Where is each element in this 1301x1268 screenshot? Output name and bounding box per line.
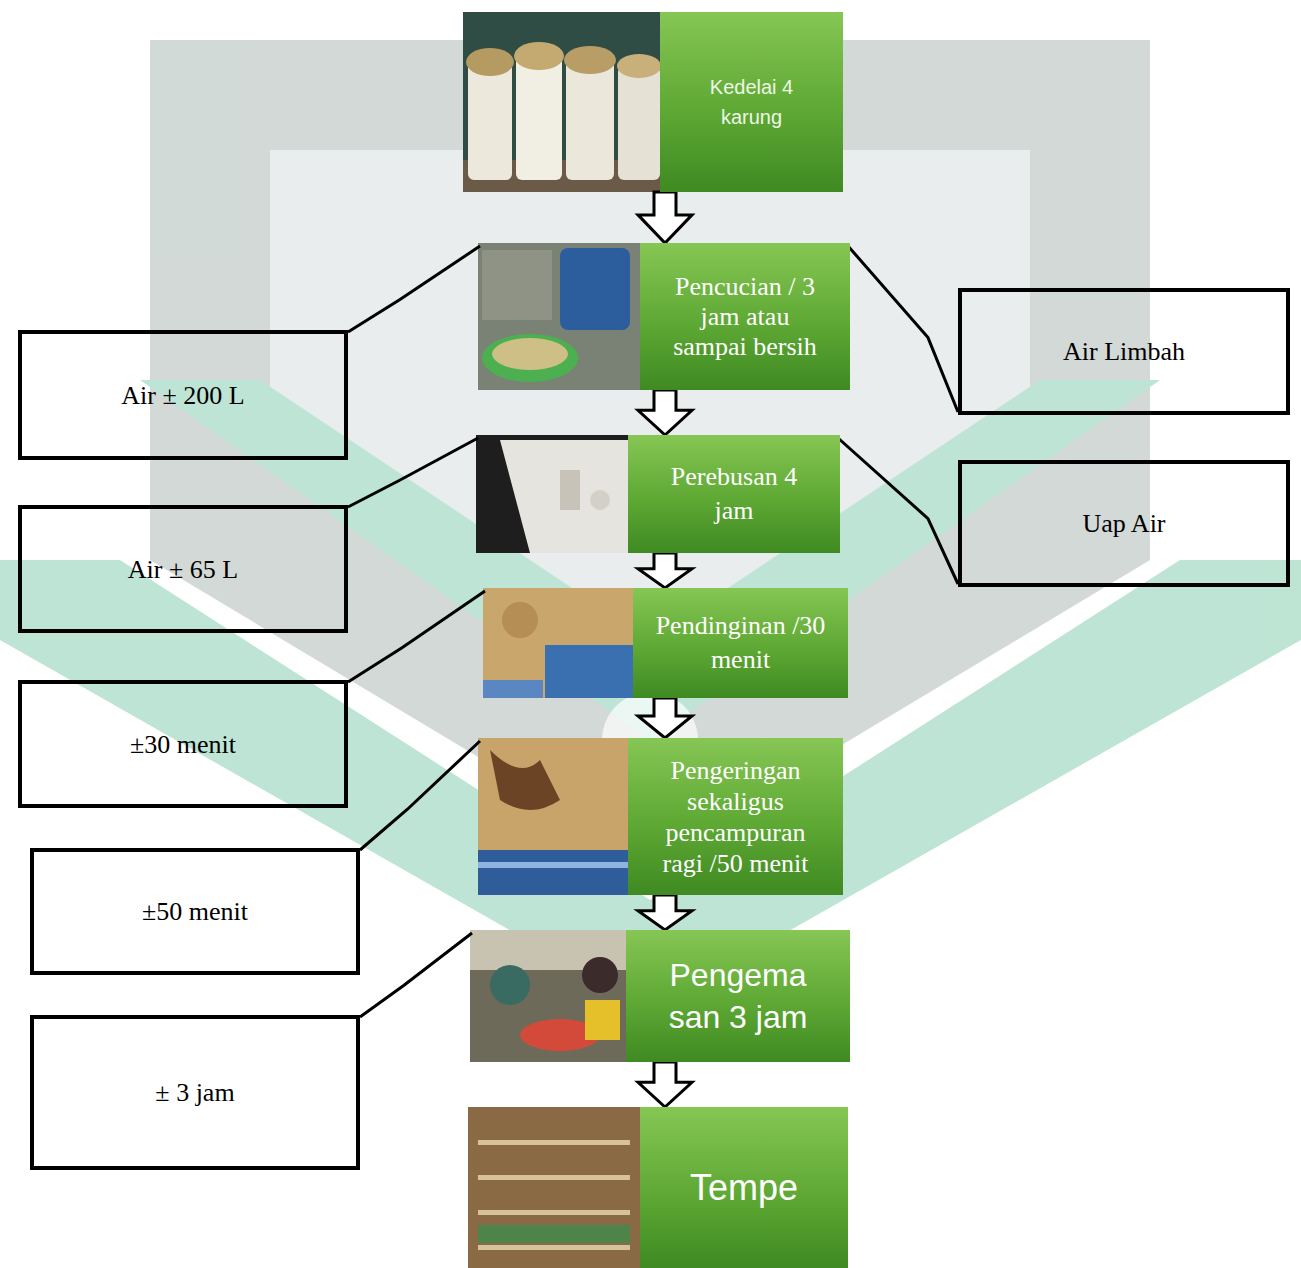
flow-arrow	[638, 895, 692, 930]
io-box: Air ± 200 L	[18, 330, 348, 460]
step-label: Pengeringan sekaligus pencampuran ragi /…	[646, 755, 826, 879]
leader-line	[838, 438, 958, 584]
step-label: Kedelai 4 karung	[697, 72, 807, 132]
io-label: Uap Air	[1082, 507, 1165, 540]
process-box: Tempe	[468, 1107, 848, 1268]
photo-washing	[478, 243, 640, 390]
process-box: Pengeringan sekaligus pencampuran ragi /…	[478, 738, 843, 895]
leader-line	[360, 933, 472, 1017]
photo-packing	[470, 930, 626, 1062]
io-label: ± 3 jam	[155, 1076, 234, 1109]
step-label: Pendinginan /30 menit	[656, 609, 826, 677]
io-box: ±30 menit	[18, 680, 348, 808]
process-box: Pengema san 3 jam	[470, 930, 850, 1062]
io-label: Air Limbah	[1063, 335, 1185, 368]
io-label: Air ± 200 L	[121, 379, 244, 412]
watermark-white-inner	[270, 150, 1030, 700]
text-panel: Pengema san 3 jam	[626, 930, 850, 1062]
io-box: Uap Air	[958, 460, 1290, 587]
flow-arrow	[638, 553, 692, 588]
photo-tempe-shelves	[468, 1107, 640, 1268]
process-box: Pendinginan /30 menit	[483, 588, 848, 698]
io-label: Air ± 65 L	[128, 553, 238, 586]
text-panel: Perebusan 4 jam	[628, 435, 840, 553]
leader-line	[848, 246, 958, 412]
io-box: ± 3 jam	[30, 1015, 360, 1170]
process-box: Perebusan 4 jam	[476, 435, 840, 553]
photo-boiling	[476, 435, 628, 553]
leader-line	[360, 741, 480, 850]
io-label: ±50 menit	[142, 895, 248, 928]
photo-drying	[478, 738, 628, 895]
io-box: Air ± 65 L	[18, 505, 348, 633]
text-panel: Pendinginan /30 menit	[633, 588, 848, 698]
leader-line	[348, 246, 480, 332]
step-label: Pengema san 3 jam	[653, 954, 823, 1038]
leader-line	[348, 438, 478, 507]
watermark-green-band	[140, 380, 1160, 740]
process-box: Pencucian / 3 jam atau sampai bersih	[478, 243, 850, 390]
step-label: Perebusan 4 jam	[664, 460, 804, 528]
step-label: Pencucian / 3 jam atau sampai bersih	[665, 272, 825, 362]
watermark-shapes	[0, 40, 1301, 1010]
leader-line	[348, 591, 485, 682]
flow-arrow	[638, 390, 692, 435]
text-panel: Pencucian / 3 jam atau sampai bersih	[640, 243, 850, 390]
flow-arrow	[638, 698, 692, 738]
text-panel: Pengeringan sekaligus pencampuran ragi /…	[628, 738, 843, 895]
process-box: Kedelai 4 karung	[463, 12, 843, 192]
io-box: Air Limbah	[958, 288, 1290, 415]
text-panel: Tempe	[640, 1107, 848, 1268]
photo-soybean-sacks	[463, 12, 661, 192]
step-label: Tempe	[690, 1166, 798, 1210]
photo-cooling	[483, 588, 633, 698]
flow-arrow	[638, 1062, 692, 1107]
flow-arrow	[638, 192, 692, 243]
io-label: ±30 menit	[130, 728, 236, 761]
text-panel: Kedelai 4 karung	[660, 12, 843, 192]
io-box: ±50 menit	[30, 848, 360, 975]
